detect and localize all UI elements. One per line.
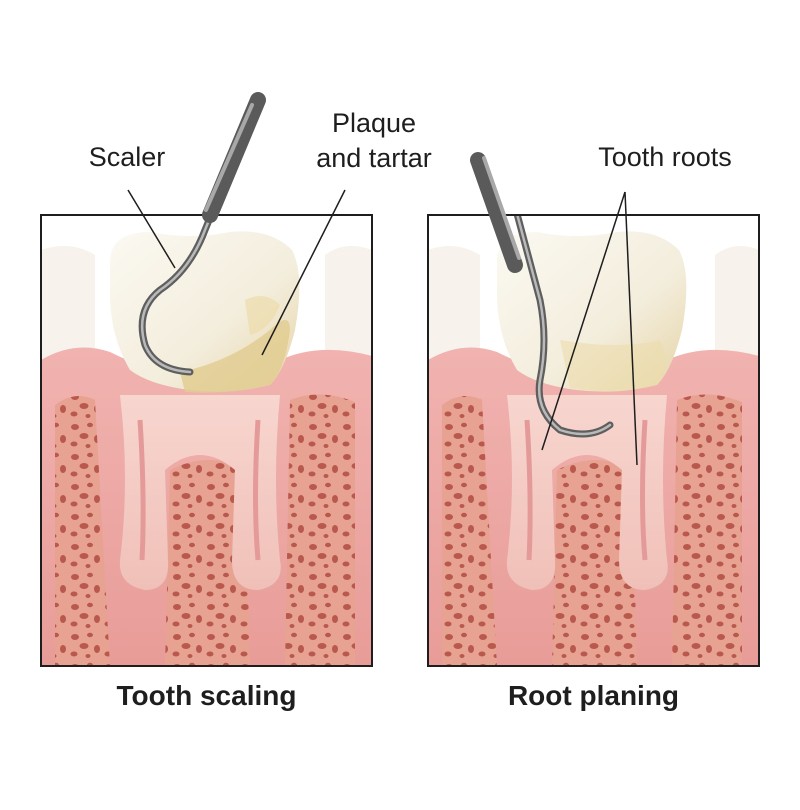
right-panel xyxy=(428,215,759,666)
plaque-leader xyxy=(261,189,346,356)
tooth-roots-label: Tooth roots xyxy=(598,142,732,172)
caption-root-planing: Root planing xyxy=(507,680,680,711)
scaler-label: Scaler xyxy=(88,142,166,172)
root-right xyxy=(506,395,668,590)
caption-tooth-scaling: Tooth scaling xyxy=(116,680,297,711)
right-frame xyxy=(427,214,760,667)
tartar-left xyxy=(180,320,290,393)
scaler-leader xyxy=(127,189,176,269)
plaque-tartar-label: Plaque and tartar xyxy=(295,106,453,176)
plaque-label-line2: and tartar xyxy=(316,143,432,174)
roots-leader-b xyxy=(624,191,638,466)
root-left-a xyxy=(119,395,281,590)
roots-leader-a xyxy=(541,191,626,451)
left-panel xyxy=(41,215,372,666)
bone-right xyxy=(442,396,497,666)
bone-left xyxy=(55,396,110,666)
plaque-label-line1: Plaque xyxy=(331,108,417,138)
